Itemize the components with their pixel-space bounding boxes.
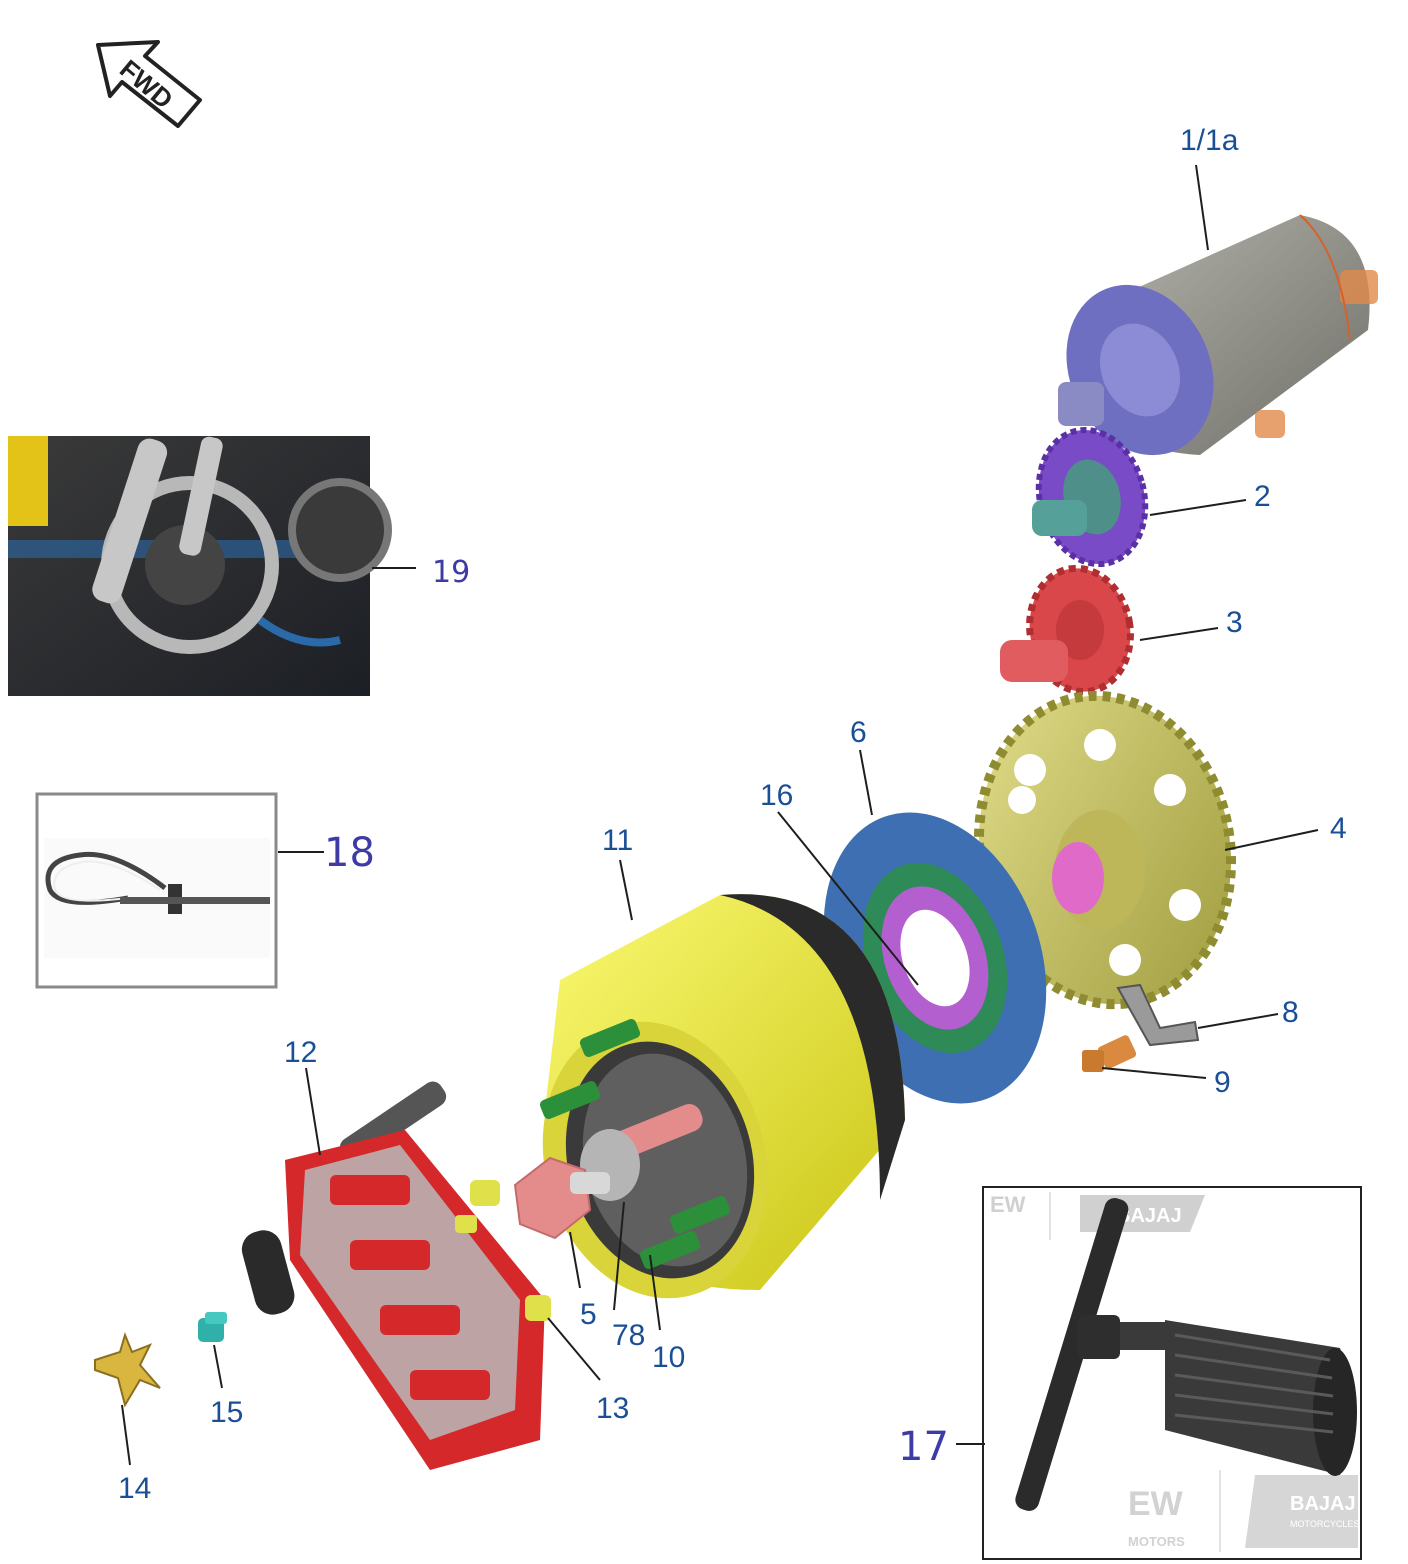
callout-19: 19 [432, 555, 470, 590]
rotor-11 [539, 894, 905, 1299]
callout-78: 78 [612, 1319, 645, 1352]
driven-gear-4 [973, 690, 1237, 1010]
stator-12 [241, 1081, 551, 1470]
callout-8: 8 [1282, 996, 1299, 1029]
idler-gear-2 [1032, 426, 1149, 568]
callout-1-1a: 1/1a [1180, 124, 1239, 157]
holder-tool-photo-19 [8, 436, 392, 696]
callout-9: 9 [1214, 1066, 1231, 1099]
puller-tool-17: BAJAJ EW BAJAJ MOTORCYCLES EW MOTORS [982, 1186, 1362, 1560]
callout-14: 14 [118, 1472, 151, 1505]
watermark-brand-bottom: BAJAJ [1290, 1493, 1356, 1515]
starter-motor [1058, 214, 1378, 456]
callout-15: 15 [210, 1396, 243, 1429]
callout-2: 2 [1254, 480, 1271, 513]
watermark-dealer-top: EW [990, 1192, 1026, 1217]
callout-6: 6 [850, 716, 867, 749]
callout-12: 12 [284, 1036, 317, 1069]
callout-11: 11 [602, 824, 633, 857]
bolt-9 [1082, 1035, 1137, 1072]
watermark-brand-top: BAJAJ [1116, 1205, 1182, 1227]
callout-10: 10 [652, 1341, 685, 1374]
callout-5: 5 [580, 1298, 597, 1331]
callout-4: 4 [1330, 812, 1347, 845]
callout-16: 16 [760, 779, 793, 812]
callout-18: 18 [324, 830, 375, 876]
callout-13: 13 [596, 1392, 629, 1425]
bolt-15 [198, 1312, 227, 1342]
rotor-bolt-5 [513, 1156, 610, 1240]
clip-14 [94, 1331, 161, 1408]
retainer-plate-8 [1116, 983, 1200, 1047]
callout-17: 17 [898, 1424, 949, 1470]
forward-arrow-icon: FWD [96, 40, 202, 128]
watermark-brand-sub: MOTORCYCLES [1290, 1519, 1359, 1529]
reduction-gear-3 [1000, 564, 1134, 696]
watermark-dealer-sub: MOTORS [1128, 1534, 1185, 1549]
callout-3: 3 [1226, 606, 1243, 639]
strap-wrench-18 [35, 792, 278, 989]
watermark-dealer-bottom: EW [1128, 1485, 1184, 1523]
